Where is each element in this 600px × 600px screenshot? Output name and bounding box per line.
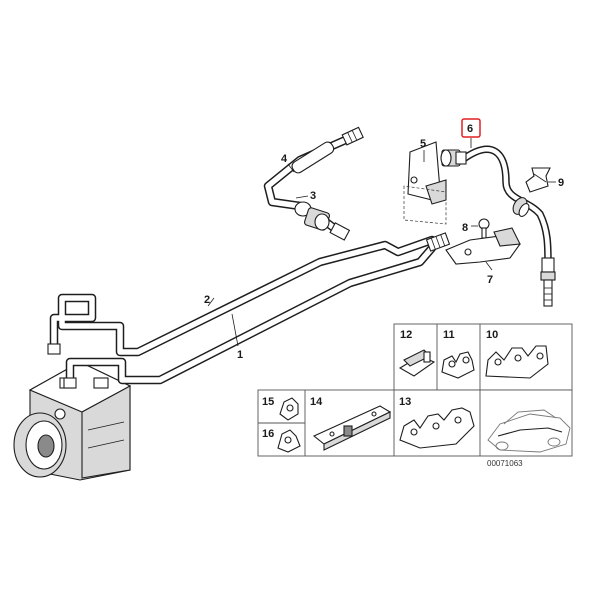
svg-text:6: 6 bbox=[467, 123, 473, 135]
hose-end-fitting-lower bbox=[540, 257, 556, 307]
svg-text:4: 4 bbox=[281, 153, 288, 165]
pipe-clip-11[interactable]: 11 bbox=[441, 329, 475, 379]
svg-text:1: 1 bbox=[237, 349, 243, 361]
assembly-dash-box bbox=[403, 185, 447, 225]
callout-5: 5 bbox=[420, 138, 426, 162]
retaining-clip-9[interactable] bbox=[525, 167, 551, 193]
svg-text:7: 7 bbox=[487, 274, 493, 286]
pipe-clip-15[interactable]: 15 bbox=[262, 396, 299, 421]
hose-crimp-mid bbox=[512, 197, 530, 217]
bracket-7[interactable] bbox=[445, 227, 521, 265]
brake-hose-6[interactable] bbox=[440, 145, 556, 307]
highlight-box bbox=[461, 118, 481, 138]
rubber-grommet-3[interactable] bbox=[294, 201, 331, 231]
pipe-union-left-lower bbox=[63, 377, 77, 389]
pipe-fitting-mid bbox=[329, 222, 351, 241]
svg-text:16: 16 bbox=[262, 428, 274, 440]
callout-3: 3 bbox=[295, 190, 316, 202]
callout-8: 8 bbox=[462, 222, 478, 234]
svg-text:12: 12 bbox=[400, 329, 412, 341]
pipe-union-left bbox=[47, 343, 61, 355]
mounting-rail-14[interactable]: 14 bbox=[310, 396, 392, 451]
pipe-clip-16[interactable]: 16 bbox=[262, 428, 301, 453]
svg-text:5: 5 bbox=[420, 138, 426, 150]
hose-end-fitting-upper bbox=[440, 149, 467, 167]
callout-1: 1 bbox=[231, 313, 243, 361]
vehicle-location-overview bbox=[487, 409, 571, 453]
callout-2: 2 bbox=[204, 294, 215, 307]
callout-4: 4 bbox=[281, 153, 295, 173]
pipe-clip-13[interactable]: 13 bbox=[399, 396, 475, 449]
svg-text:14: 14 bbox=[310, 396, 323, 408]
svg-text:2: 2 bbox=[204, 294, 210, 306]
pipe-clip-12[interactable]: 12 bbox=[398, 329, 436, 377]
svg-text:9: 9 bbox=[558, 177, 564, 189]
svg-text:3: 3 bbox=[310, 190, 316, 202]
callout-6-highlighted: 6 bbox=[461, 118, 481, 148]
drawing-reference-number: 00071063 bbox=[487, 459, 523, 468]
pipe-clip-10[interactable]: 10 bbox=[485, 329, 549, 379]
bolt-8[interactable] bbox=[478, 218, 490, 239]
svg-text:10: 10 bbox=[486, 329, 498, 341]
callout-7: 7 bbox=[485, 261, 493, 286]
bracket-5[interactable] bbox=[407, 141, 447, 205]
protective-hose-4[interactable] bbox=[290, 140, 335, 175]
brake-pipe-2[interactable] bbox=[49, 235, 437, 357]
svg-text:15: 15 bbox=[262, 396, 274, 408]
abs-hydraulic-unit bbox=[13, 361, 132, 481]
svg-text:13: 13 bbox=[399, 396, 411, 408]
svg-text:11: 11 bbox=[443, 329, 455, 341]
brake-pipe-1[interactable] bbox=[65, 243, 437, 387]
pipe-fitting-right bbox=[425, 232, 451, 252]
svg-text:8: 8 bbox=[462, 222, 468, 234]
callout-9: 9 bbox=[548, 177, 564, 189]
pipe-fitting-top bbox=[341, 126, 364, 146]
